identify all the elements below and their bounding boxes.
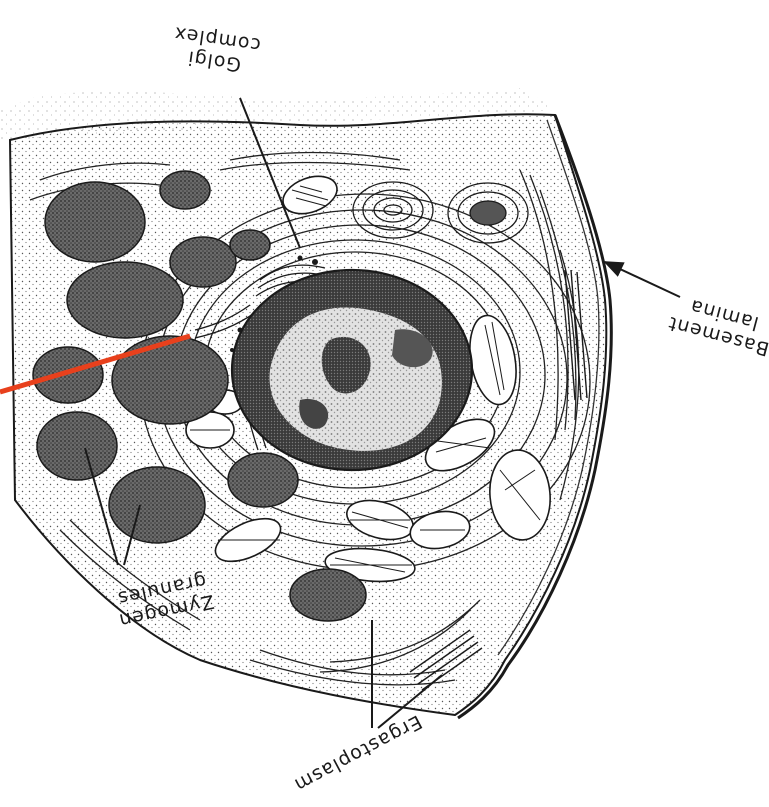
nucleus bbox=[232, 270, 472, 470]
